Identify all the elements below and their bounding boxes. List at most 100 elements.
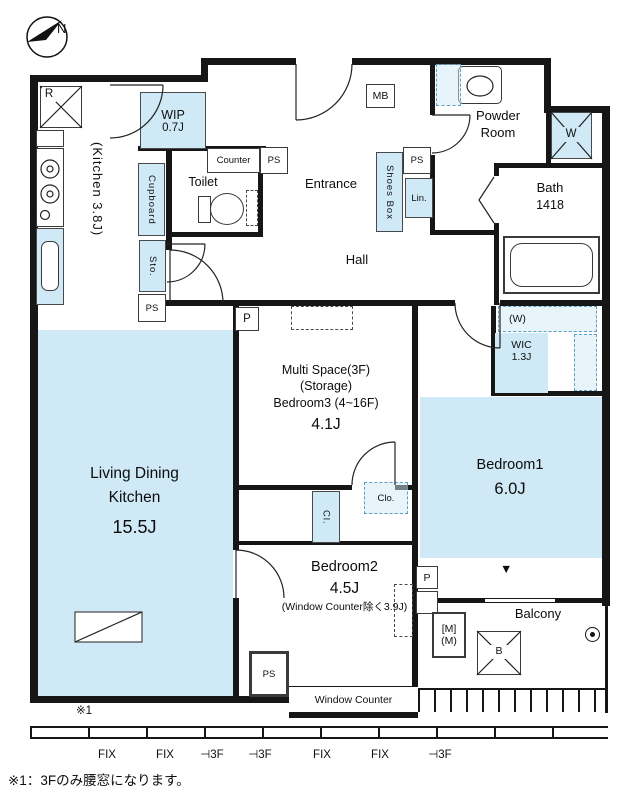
balcony-label: Balcony [514,606,562,621]
wip-label: WIP [161,107,185,122]
wic-size: 1.3J [511,351,532,363]
bedroom2-note: (Window Counter除く3.9J) [281,600,408,613]
bedroom1-window-line [485,598,555,603]
bedroom1-label-block: Bedroom1 6.0J [445,456,575,500]
wall-bottom-left [30,696,289,703]
storage-door-icon [166,243,206,283]
wall-balcony-right [605,603,608,713]
entrance-door-icon [295,63,353,121]
cl-label: Cl. [320,509,332,525]
fridge-label: R [42,87,56,102]
wall-ldk-divider-a [233,300,239,550]
wall-bath-left-a [494,168,499,176]
linen-closet: Lin. [405,178,433,218]
bedroom1-window-marker: ▼ [500,562,513,576]
clo-label: Clo. [377,492,395,504]
wall-balcony-top-b [555,598,610,603]
wall-outer-right [602,106,610,606]
shoes-box-label: Shoes Box [384,164,395,220]
toilet-bowl [210,193,244,225]
toilet-counter-dashed [246,190,258,226]
closet-cl: Cl. [312,491,340,543]
wall-bottom-windowcounter [289,712,418,718]
ldk-line1: Living Dining [90,465,179,482]
wall-hall-bottom-a [166,300,455,306]
ldk-label-block: Living Dining Kitchen 15.5J [52,464,217,540]
wall-bedroom-divider [412,300,418,703]
bath-label: Bath [536,180,564,195]
bedroom1-label: Bedroom1 [476,457,544,473]
wall-top-right-step [544,58,551,113]
wall-wic-bottom [491,391,610,396]
balcony-edge-hatch [418,688,608,712]
cupboard: Cupboard [138,163,165,236]
bedroom2-label: Bedroom2 [311,559,378,575]
pipe-space-entrance: PS [403,147,431,174]
wall-hall-bottom-b [500,300,610,306]
note-ref-marker: ※1 [76,705,93,717]
ldk-size: 15.5J [112,517,157,538]
footnote: ※1：3Fのみ腰窓になります。 [8,773,190,788]
bedroom1-size: 6.0J [494,479,526,498]
wip-size: 0.7J [162,121,184,134]
pipe-box-p-upper: P [416,566,438,589]
p-label: P [243,313,251,325]
wall-bath-left-b [494,223,499,305]
bedroom2-dashed-nook [394,584,413,637]
bedroom2-size: 4.5J [329,579,360,597]
range-hood-box [36,130,64,147]
ps-label: PS [262,668,276,680]
window-label-3f-2: ⊣3F [248,749,272,761]
multi-size: 4.1J [311,415,341,433]
entrance-label: Entrance [304,176,358,191]
multi-space-partition-dashed [291,306,353,330]
lin-label: Lin. [411,192,427,204]
wall-balcony-top-a [418,598,485,603]
hall-label: Hall [345,252,369,267]
washer-space-dashed [436,64,461,106]
bath-size: 1418 [536,197,564,212]
toilet-label: Toilet [188,175,218,189]
washer-label: W [562,127,580,142]
cupboard-label: Cupboard [146,174,157,225]
meter-label-2: (M) [441,635,457,647]
pipe-box-lower [416,591,438,614]
wic-label: WIC [511,339,532,351]
stove-box [36,148,64,227]
wall-top-mid-b [352,58,551,65]
pipe-space-left: PS [138,294,166,322]
wall-top-mid-a [201,58,296,65]
compass-icon: N [26,16,68,58]
kitchen-sink-bowl [41,241,59,291]
window-label-fix-4: FIX [371,749,389,761]
window-label-fix-2: FIX [156,749,174,761]
wic-side-dashed [574,334,597,391]
wall-top-step [201,58,208,82]
shoes-box: Shoes Box [376,152,403,232]
balcony-drain-icon [585,627,600,642]
wall-ldk-divider-b [233,598,239,703]
multi-space-door-icon [351,441,396,486]
ldk-line2: Kitchen [108,489,161,507]
balcony-meter-box: [M] (M) [432,612,466,658]
ps-label: PS [267,155,281,166]
pipe-box-p-top: P [235,307,259,331]
meter-box-mb: MB [366,84,395,108]
bedroom1-room-fill [420,397,602,558]
wall-outer-left [30,75,38,703]
meter-label-1: [M] [441,623,457,635]
bath-folding-door-icon [478,176,495,224]
wic-closet: WIC 1.3J [495,333,548,393]
bath-label-block: Bath 1418 [508,180,592,213]
wall-closet-top-a [239,485,352,490]
kitchen-label: (Kitchen 3.8J) [89,142,105,237]
closet-clo: Clo. [364,482,408,514]
wall-hall-top-right [430,230,499,235]
ps-label: PS [410,155,424,166]
wall-powder-bath-divider [494,163,610,168]
window-label-fix-1: FIX [98,749,116,761]
wall-kitchen-right [166,148,172,250]
wic-w-label: (W) [509,313,526,325]
window-label-fix-3: FIX [313,749,331,761]
